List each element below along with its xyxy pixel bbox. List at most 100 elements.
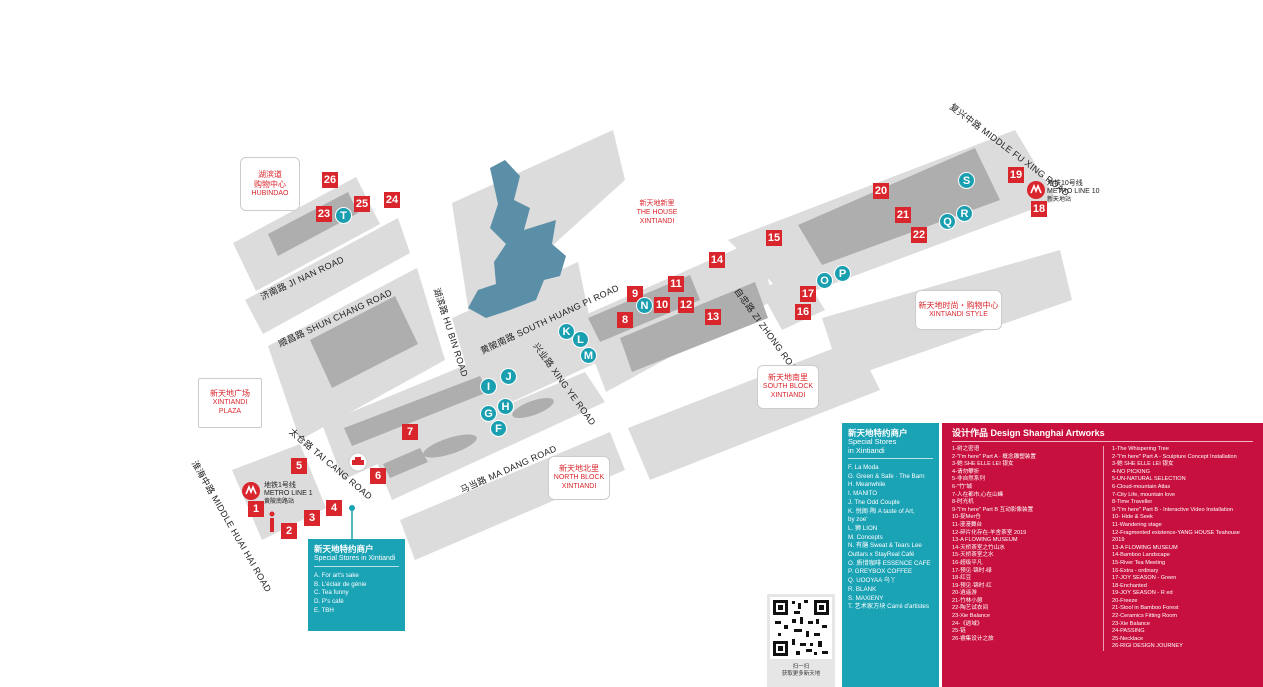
marker-6[interactable]: 6 xyxy=(370,468,386,484)
marker-4[interactable]: 4 xyxy=(326,500,342,516)
artwork-item: 20-Freeze xyxy=(1112,597,1138,604)
artworks-title: 设计作品 Design Shanghai Artworks xyxy=(952,428,1105,438)
marker-13[interactable]: 13 xyxy=(705,309,721,325)
marker-5[interactable]: 5 xyxy=(291,458,307,474)
artwork-item: 14-天桥茶室之竹山水 xyxy=(952,544,1005,551)
marker-14[interactable]: 14 xyxy=(709,252,725,268)
marker-G[interactable]: G xyxy=(480,405,497,422)
marker-S[interactable]: S xyxy=(958,172,975,189)
marker-M[interactable]: M xyxy=(580,347,597,364)
artwork-item: 4-NO PICKING xyxy=(1112,468,1150,475)
marker-F[interactable]: F xyxy=(490,420,507,437)
block-shun-chang-north xyxy=(245,218,410,334)
marker-16[interactable]: 16 xyxy=(795,304,811,320)
marker-1[interactable]: 1 xyxy=(248,501,264,517)
list-item: O. 质惜咖啡 ESSENCE CAFE xyxy=(848,559,931,567)
artwork-item: 4-请勿攀折 xyxy=(952,468,980,475)
marker-18[interactable]: 18 xyxy=(1031,201,1047,217)
special-small-title: 新天地特约商户 xyxy=(314,544,374,554)
building-north-block xyxy=(344,376,488,446)
list-item: E. TBH xyxy=(314,606,334,614)
artwork-item: 8-时光机 xyxy=(952,499,974,506)
marker-15[interactable]: 15 xyxy=(766,230,782,246)
special-small-subtitle: Special Stores in Xintiandi xyxy=(314,555,396,562)
list-item: Outlars x StayReal Café xyxy=(848,551,915,559)
marker-17[interactable]: 17 xyxy=(800,286,816,302)
list-item: M. Concepts xyxy=(848,533,883,541)
marker-H[interactable]: H xyxy=(497,398,514,415)
marker-J[interactable]: J xyxy=(500,368,517,385)
marker-22[interactable]: 22 xyxy=(911,227,927,243)
marker-12[interactable]: 12 xyxy=(678,297,694,313)
marker-21[interactable]: 21 xyxy=(895,207,911,223)
artwork-item: 24-《逍域》 xyxy=(952,620,983,627)
marker-7[interactable]: 7 xyxy=(402,424,418,440)
artwork-item: 22-陶艺试衣间 xyxy=(952,605,989,612)
building-north-block-2 xyxy=(383,448,428,478)
list-item: L. 狮 LION xyxy=(848,524,878,532)
metro-line-10-icon xyxy=(1027,181,1045,199)
marker-T[interactable]: T xyxy=(335,207,352,224)
list-item: D. P's café xyxy=(314,598,344,606)
artwork-item: 8-Time Traveller xyxy=(1112,499,1153,506)
list-item: N. 有膳 Sweat & Tears Lee xyxy=(848,542,922,550)
block-zi-zhong-west xyxy=(452,262,590,380)
marker-10[interactable]: 10 xyxy=(654,297,670,313)
pointer-dot xyxy=(349,505,355,511)
artwork-item: 25-Necklace xyxy=(1112,635,1144,642)
artwork-item: 1-树之密语 xyxy=(952,446,980,452)
artwork-item: 10- Hide & Seek xyxy=(1112,514,1153,521)
marker-2[interactable]: 2 xyxy=(281,523,297,539)
artwork-item: 18-Enchanted xyxy=(1112,582,1147,589)
marker-23[interactable]: 23 xyxy=(316,206,332,222)
artwork-item: 23-Xie Balance xyxy=(1112,620,1150,627)
artwork-item: 10-捉Mer仓 xyxy=(952,514,981,521)
taxi-icon xyxy=(348,452,368,472)
list-item: H. Meanwhile xyxy=(848,481,886,489)
marker-R[interactable]: R xyxy=(956,205,973,222)
qr-code-icon xyxy=(770,597,832,659)
artwork-item: 15-天桥茶室之水 xyxy=(952,552,994,559)
artwork-item: 19-JOY SEASON - R ed xyxy=(1112,590,1173,597)
marker-L[interactable]: L xyxy=(572,331,589,348)
marker-19[interactable]: 19 xyxy=(1008,167,1024,183)
artwork-item: 2-"I'm here" Part A · 概念雕塑装置 xyxy=(952,453,1036,460)
marker-P[interactable]: P xyxy=(834,265,851,282)
artwork-item: 9-"I'm here" Part B 互动影像装置 xyxy=(952,506,1034,513)
building-hubindao xyxy=(268,192,358,256)
marker-11[interactable]: 11 xyxy=(668,276,684,292)
marker-Q[interactable]: Q xyxy=(939,213,956,230)
artwork-item: 11-漫漫舞台 xyxy=(952,521,983,528)
info-icon xyxy=(269,511,275,532)
artwork-item: 22-Ceramics Fitting Room xyxy=(1112,613,1177,620)
marker-I[interactable]: I xyxy=(480,378,497,395)
marker-25[interactable]: 25 xyxy=(354,196,370,212)
artwork-item: 23-Xie Balance xyxy=(952,613,990,620)
artwork-item: 3-她 SHE ELLE LEI 银女 xyxy=(1112,461,1174,468)
marker-N[interactable]: N xyxy=(636,297,653,314)
pavilion-2 xyxy=(512,398,554,418)
artwork-item: 21-竹林小憩 xyxy=(952,597,983,604)
marker-3[interactable]: 3 xyxy=(304,510,320,526)
marker-20[interactable]: 20 xyxy=(873,183,889,199)
list-item: Q. UOOYAA 乌丫 xyxy=(848,577,897,585)
special-big-list: F. La Moda G. Green & Safe · The Barn H.… xyxy=(848,464,933,612)
marker-K[interactable]: K xyxy=(558,323,575,340)
marker-26[interactable]: 26 xyxy=(322,172,338,188)
marker-8[interactable]: 8 xyxy=(617,312,633,328)
list-item: B. L'éclair de génie xyxy=(314,580,367,588)
artwork-item: 21-Stool in Bamboo Forest xyxy=(1112,605,1179,612)
marker-24[interactable]: 24 xyxy=(384,192,400,208)
marker-O[interactable]: O xyxy=(816,272,833,289)
artwork-item: 5-UN-NATURAL SELECTION xyxy=(1112,476,1186,483)
list-item: G. Green & Safe · The Barn xyxy=(848,472,925,480)
